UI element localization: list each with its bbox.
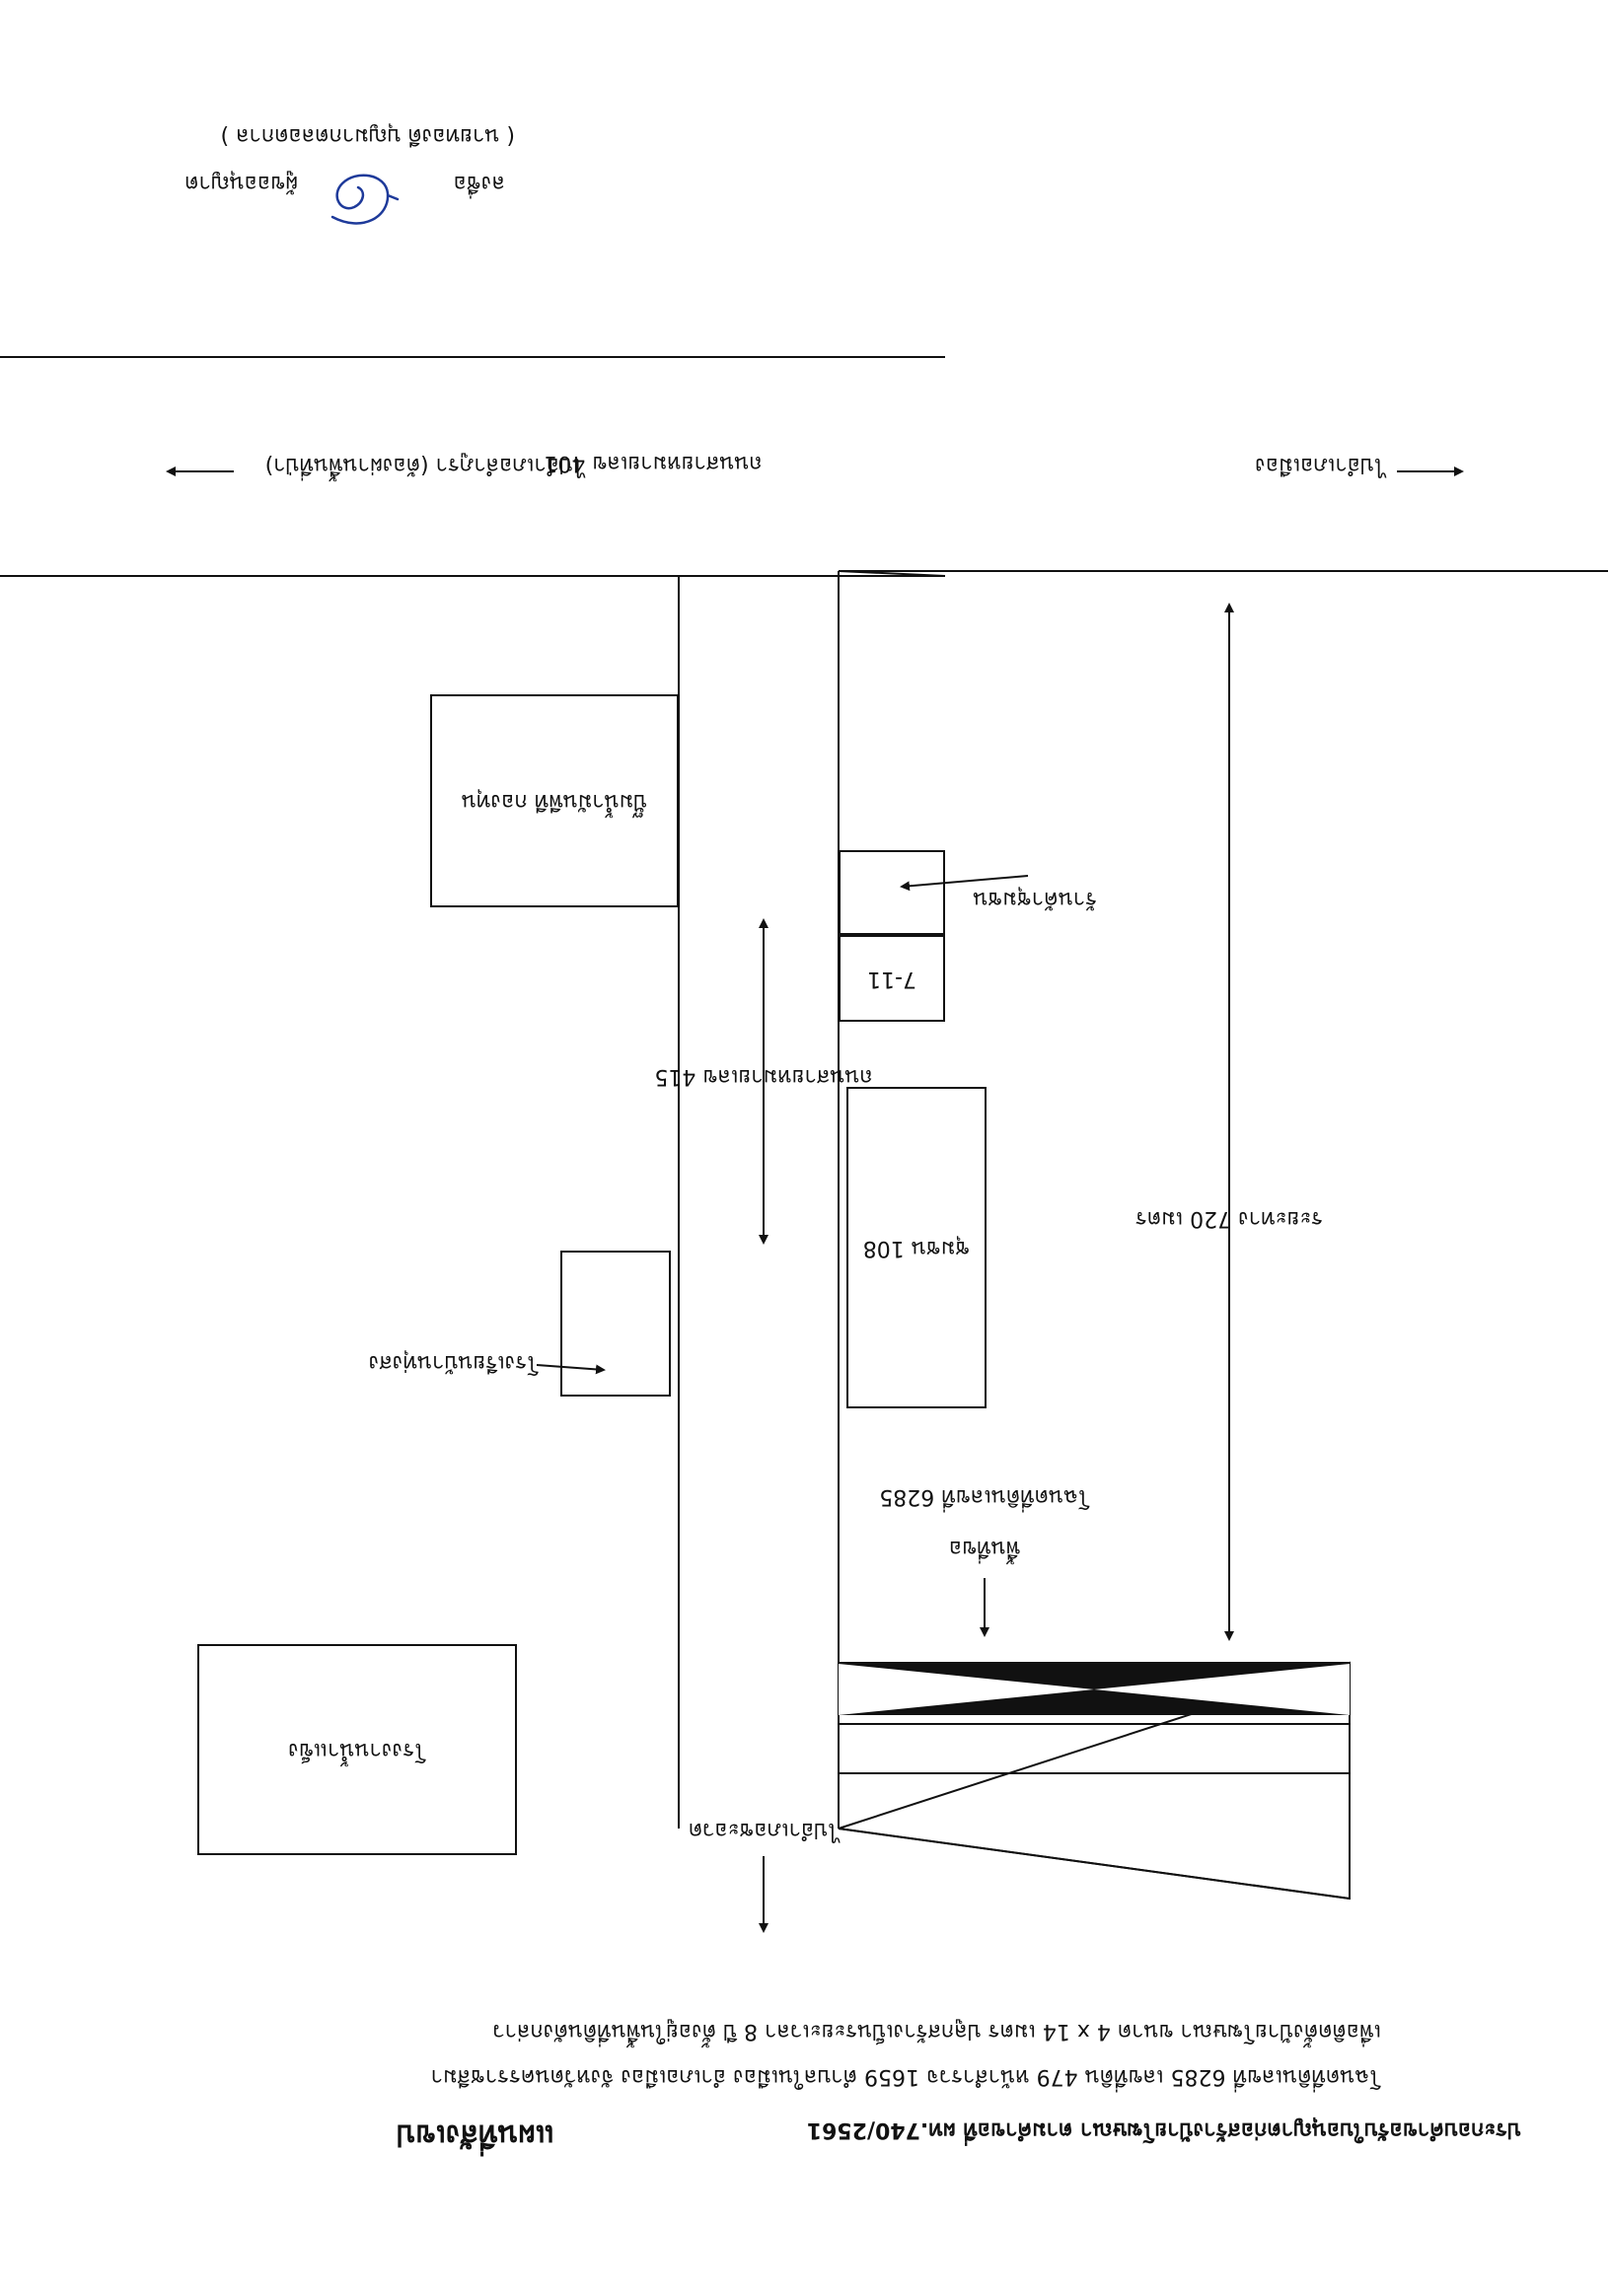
- grocery-box: [839, 850, 945, 935]
- direction-left-label: ไปอำเภอเมือง: [1255, 453, 1385, 477]
- site-deed-label: โฉนดที่ดินเลขที่ 6285: [879, 1484, 1090, 1509]
- school-label: โรงเรียนบ้านทุ่งสง: [368, 1350, 539, 1375]
- gas-station-label: ปั๊มน้ำมันพีที กองทุน: [461, 788, 648, 814]
- corner-top-left: [838, 570, 946, 577]
- grocery-arrow: [900, 875, 1029, 892]
- village-label: ชุมชน 108: [862, 1235, 971, 1260]
- signature-label: ลงชื่อ: [453, 171, 505, 195]
- side-road-label: ถนนสายหมายเลข 415: [654, 1064, 873, 1089]
- village-box: ชุมชน 108: [846, 1087, 987, 1408]
- signature-role: ผู้ขออนุญาต: [184, 171, 298, 195]
- handwritten-signature: [330, 174, 400, 225]
- map-subtitle-line2: เพื่อติดตั้งป้ายโฆษณา ขนาด 4 x 14 เมตร ป…: [492, 2019, 1381, 2044]
- map-title-suffix: ประกอบคำขอรับใบอนุญาตก่อสร้างป้ายโฆษณา ต…: [806, 2117, 1521, 2142]
- factory-label: โรงงานน้ำแข็ง: [288, 1737, 426, 1762]
- map-title: แผนที่สังเขป: [397, 2117, 554, 2152]
- seven-eleven-box: 7-11: [839, 935, 945, 1022]
- site-marker-label: พื้นที่ขอ: [948, 1536, 1021, 1560]
- map-subtitle-line1: โฉนดที่ดินเลขที่ 6285 เลขที่ดิน 479 หน้า…: [430, 2064, 1381, 2089]
- distance-label: ระยะทาง 720 เมตร: [1134, 1206, 1324, 1231]
- billboard-x-left: [1094, 1664, 1350, 1715]
- factory-box: โรงงานน้ำแข็ง: [197, 1644, 517, 1855]
- signature-name: ( นายทองดี บุญมากตลอดกาล ): [220, 123, 515, 148]
- grocery-label: ร้านค้าชุมชน: [973, 887, 1097, 911]
- plot-bottom-slant: [838, 1828, 1351, 1900]
- school-box: [560, 1251, 671, 1397]
- gas-station-box: ปั๊มน้ำมันพีที กองทุน: [430, 694, 679, 907]
- direction-bottom-label: ไปอำเภอชะอวด: [688, 1818, 840, 1842]
- school-arrow: [536, 1364, 606, 1375]
- billboard-x-right: [839, 1664, 1094, 1715]
- direction-right-label: ไปอำเภอลำภูรา (ต้องผ่านพื้นที่ป่า): [264, 453, 584, 477]
- seven-eleven-label: 7-11: [867, 966, 916, 991]
